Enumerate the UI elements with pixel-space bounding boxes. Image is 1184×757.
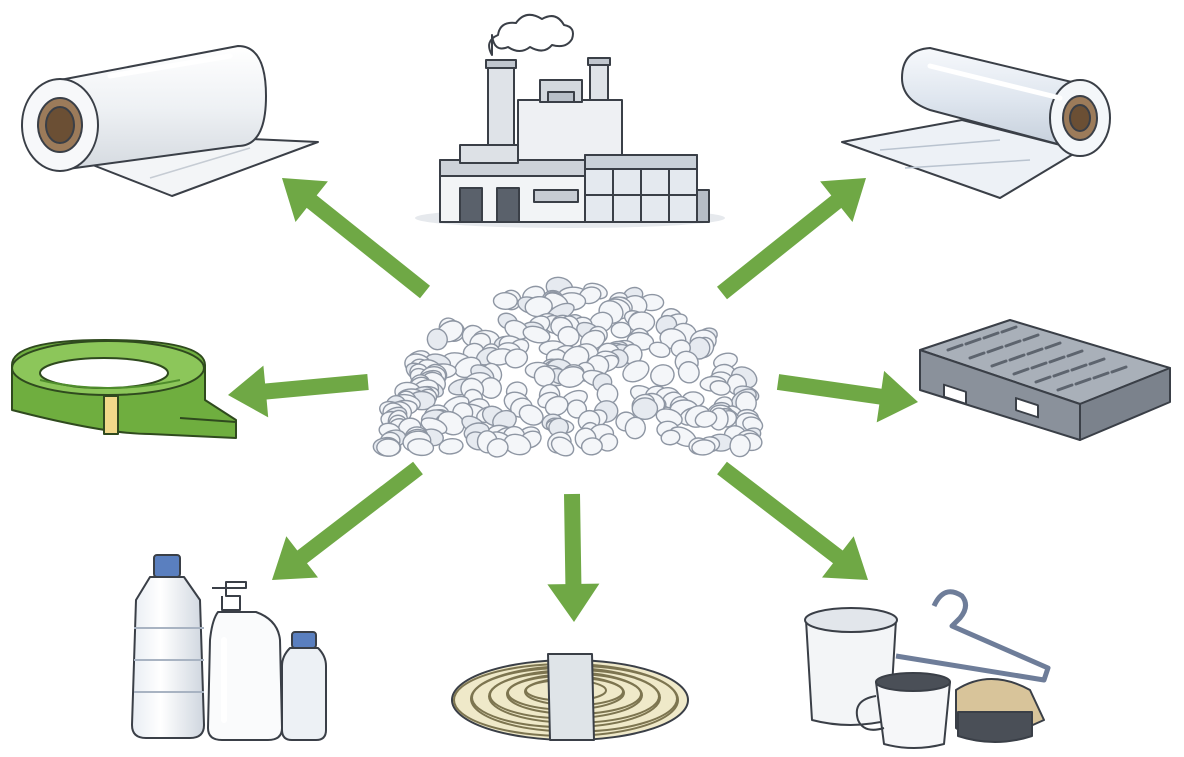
pellet [504,348,529,369]
arrow-to-rope [547,493,600,622]
flow-arrows [228,178,918,622]
pallet-slot [1052,369,1070,378]
pellet [407,438,435,457]
arrow-to-film-roll-clear [717,178,866,300]
pallet-slot [1088,357,1106,366]
pallet-slot [1074,377,1092,386]
pallet-slot [1092,371,1110,380]
pellet [486,438,509,458]
pellet [544,395,569,417]
pallet-slot [1070,363,1088,372]
arrow-to-garden-hose [228,365,369,418]
pallet-slot [1066,349,1084,358]
pellet [492,291,518,311]
stretch-wrap-roll-icon [841,47,1111,199]
pallet-icon [919,319,1171,441]
pallet-slot [1044,341,1062,350]
arrow-to-household-items [717,461,868,580]
pellet [550,436,575,457]
arrow-to-plastic-pallet [776,370,918,423]
pallet-slot [1034,375,1052,384]
film-roll-icon [21,45,319,197]
pallet-slot [968,351,986,360]
pellet [648,341,671,358]
plastic-pellets-icon [372,276,764,458]
pellet [660,429,681,446]
pellet [522,325,551,344]
pallet-slot [986,345,1004,354]
pallet-slot [1022,333,1040,342]
arrow-to-bottles [272,461,423,580]
hose-coil-icon [11,339,237,439]
pellet [622,360,650,383]
pallet-slot [990,359,1008,368]
pallet-slot [1030,361,1048,370]
pallet-slot [1008,353,1026,362]
pellet [729,434,751,458]
pallet-slot [964,337,982,346]
household-items-icon [804,589,1051,749]
pellet [650,364,675,387]
pellet [691,439,716,456]
factory-icon [415,13,725,228]
pellet [580,437,603,456]
pallet-slot [1048,355,1066,364]
pallet-slot [1056,383,1074,392]
bottles-icon [131,554,327,741]
pellet [709,380,731,396]
pellet [677,361,700,384]
pallet-slot [1004,339,1022,348]
arrow-to-film-roll-white [282,178,430,299]
pallet-slot [946,343,964,352]
pallet-slot [1000,325,1018,334]
pellet [610,321,632,339]
pallet-slot [982,331,1000,340]
rope-coil-icon [451,653,689,741]
pellet [624,416,646,440]
pallet-slot [1012,367,1030,376]
pellet [631,397,659,421]
pellet [694,410,718,428]
pellet [426,328,448,351]
pallet-slot [1110,365,1128,374]
pellet [438,438,464,455]
pallet-slot [1026,347,1044,356]
pellet [376,438,401,457]
